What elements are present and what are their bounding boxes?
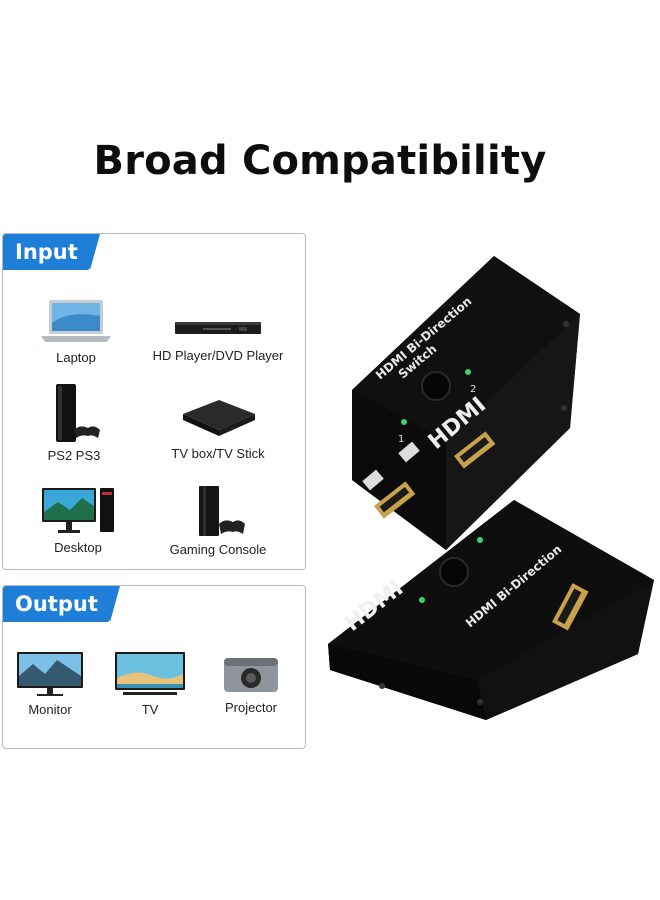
bottom-switch-unit: HDMI HDMI Bi-Direction bbox=[328, 500, 654, 720]
input-tab: Input bbox=[3, 234, 100, 270]
headline: Broad Compatibility bbox=[93, 138, 547, 184]
device-dvd-player: HD Player/DVD Player bbox=[143, 316, 293, 363]
device-monitor: Monitor bbox=[9, 650, 91, 717]
led-indicator bbox=[465, 369, 471, 375]
device-label: Gaming Console bbox=[169, 542, 267, 557]
top-switch-unit: 1 2 HDMI Bi-Direction Switch HDMI bbox=[352, 256, 580, 550]
hdmi-port bbox=[454, 431, 496, 469]
device-projector: Projector bbox=[209, 652, 293, 715]
device-label: TV bbox=[141, 702, 159, 717]
port-number: 2 bbox=[470, 384, 476, 395]
port-number: 1 bbox=[398, 434, 404, 445]
output-panel: Output Monitor TV Projector bbox=[2, 585, 306, 749]
device-desktop: Desktop bbox=[33, 484, 123, 555]
led-indicator bbox=[419, 597, 425, 603]
tv-box-icon bbox=[183, 400, 255, 436]
switch-button bbox=[421, 371, 451, 401]
hdmi-port bbox=[374, 481, 416, 519]
led-indicator bbox=[477, 537, 483, 543]
laptop-icon bbox=[41, 300, 111, 342]
gaming-console-icon bbox=[199, 486, 245, 536]
desktop-computer-icon bbox=[42, 488, 114, 533]
device-gaming-console: Gaming Console bbox=[153, 482, 283, 557]
input-panel: Input Laptop HD Player/DVD Player PS2 PS… bbox=[2, 233, 306, 570]
device-tv: TV bbox=[107, 650, 193, 717]
output-tab: Output bbox=[3, 586, 120, 622]
badge-3d bbox=[398, 441, 420, 463]
device-tv-box: TV box/TV Stick bbox=[153, 394, 283, 461]
device-ps3: PS2 PS3 bbox=[39, 382, 109, 463]
device-laptop: Laptop bbox=[31, 298, 121, 365]
device-label: Monitor bbox=[28, 702, 72, 717]
projector-icon bbox=[224, 658, 278, 692]
dvd-player-icon bbox=[175, 322, 261, 334]
device-label: HD Player/DVD Player bbox=[152, 348, 284, 363]
badge-4k bbox=[362, 469, 384, 491]
product-image: 1 2 HDMI Bi-Direction Switch HDMI bbox=[318, 250, 660, 730]
game-console-tower-icon bbox=[56, 384, 100, 442]
hdmi-port bbox=[552, 583, 589, 631]
led-indicator bbox=[401, 419, 407, 425]
monitor-icon bbox=[17, 652, 83, 696]
hdmi-switch-illustration: 1 2 HDMI Bi-Direction Switch HDMI bbox=[328, 256, 654, 720]
device-label: Desktop bbox=[54, 540, 102, 555]
device-label: PS2 PS3 bbox=[47, 448, 101, 463]
device-label: TV box/TV Stick bbox=[171, 446, 265, 461]
device-label: Projector bbox=[224, 700, 278, 715]
switch-button bbox=[439, 557, 469, 587]
tv-icon bbox=[115, 652, 185, 695]
device-label: Laptop bbox=[56, 350, 96, 365]
